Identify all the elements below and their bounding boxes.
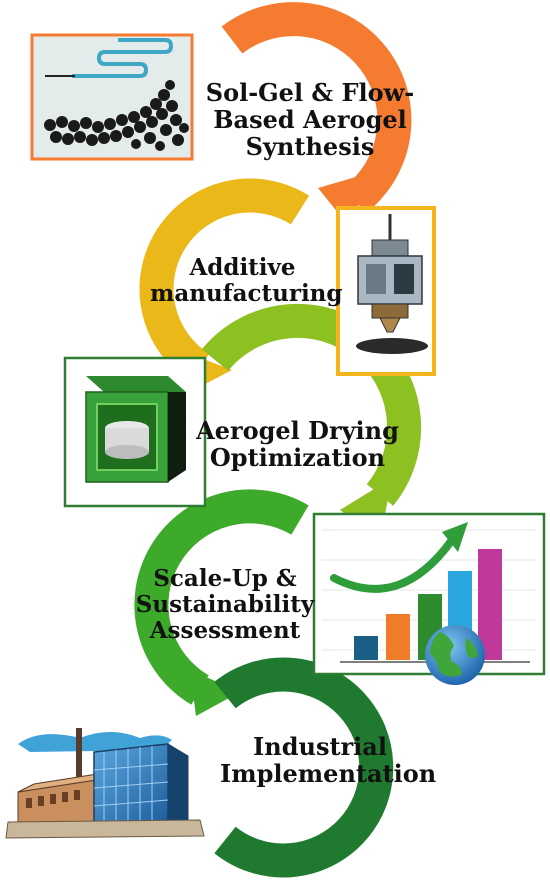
step-2-label: Additive manufacturing (150, 254, 343, 307)
step-5-label: Industrial Implementation (220, 732, 437, 788)
step-4-arc-band (134, 489, 309, 705)
globe-icon (425, 625, 485, 685)
step-3-label: Aerogel Drying Optimization (196, 416, 399, 472)
step-4-arc (134, 489, 309, 716)
step-5-arc-band (214, 657, 394, 878)
chart-bar-2 (386, 614, 410, 660)
chamber-top (86, 376, 186, 392)
factory-building-icon (5, 728, 205, 839)
step-1-arc-band (221, 2, 412, 214)
particle-cluster (44, 80, 189, 151)
step-5-arc (214, 657, 394, 878)
chart-bar-5 (478, 549, 502, 660)
growth-bar-chart-icon (312, 512, 546, 685)
chart-bar-1 (354, 636, 378, 660)
flow-channel (72, 38, 174, 78)
print-bed (356, 338, 428, 354)
factory-ground (5, 819, 205, 839)
drying-chamber-icon (63, 356, 207, 508)
nanoparticle-micrograph-icon (30, 33, 194, 161)
step-2-arc-band (139, 178, 310, 383)
printer-nozzle-icon (336, 206, 436, 376)
step-4-arrowhead (190, 670, 240, 716)
step-4-label: Scale-Up & Sustainability Assessment (135, 565, 315, 644)
chamber-side (168, 392, 186, 482)
growth-arrow (330, 536, 456, 593)
step-1-label: Sol-Gel & Flow- Based Aerogel Synthesis (205, 78, 415, 161)
factory-chimney (76, 728, 82, 792)
